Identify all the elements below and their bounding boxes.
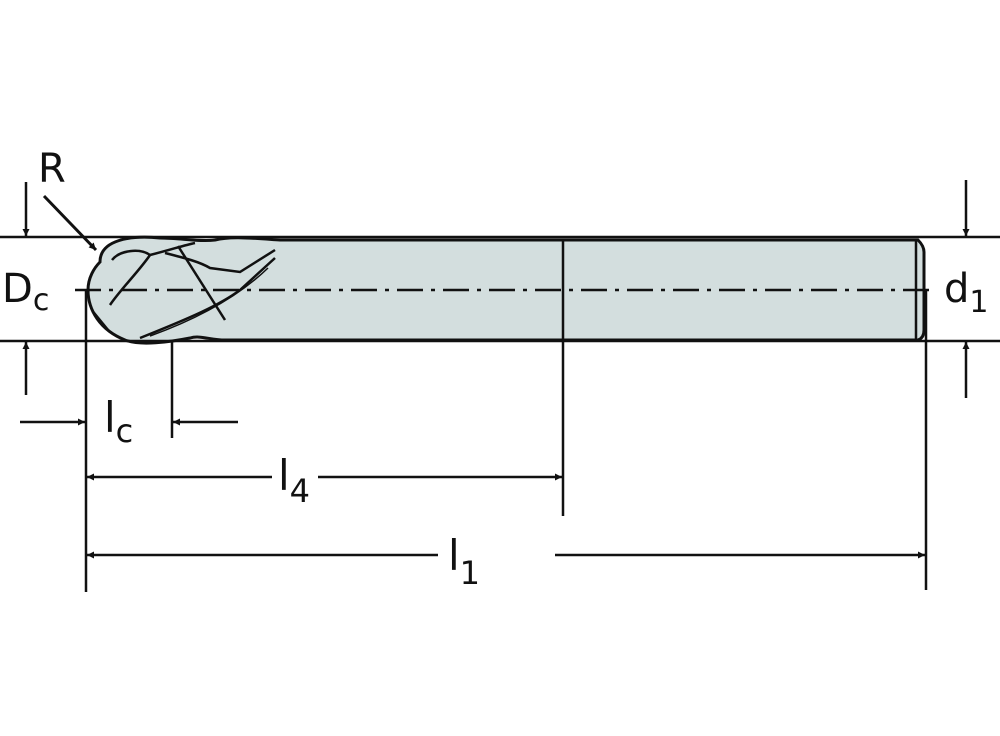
label-dc: Dc — [2, 266, 49, 318]
label-l1: l1 — [448, 531, 480, 592]
label-l4: l4 — [278, 451, 310, 510]
label-lc: lc — [104, 393, 133, 450]
label-d1: d1 — [944, 266, 988, 320]
r-leader-arrow — [42, 194, 98, 252]
extension-lines — [0, 235, 1000, 343]
label-r: R — [38, 146, 66, 192]
vertical-extension-lines — [84, 290, 928, 592]
